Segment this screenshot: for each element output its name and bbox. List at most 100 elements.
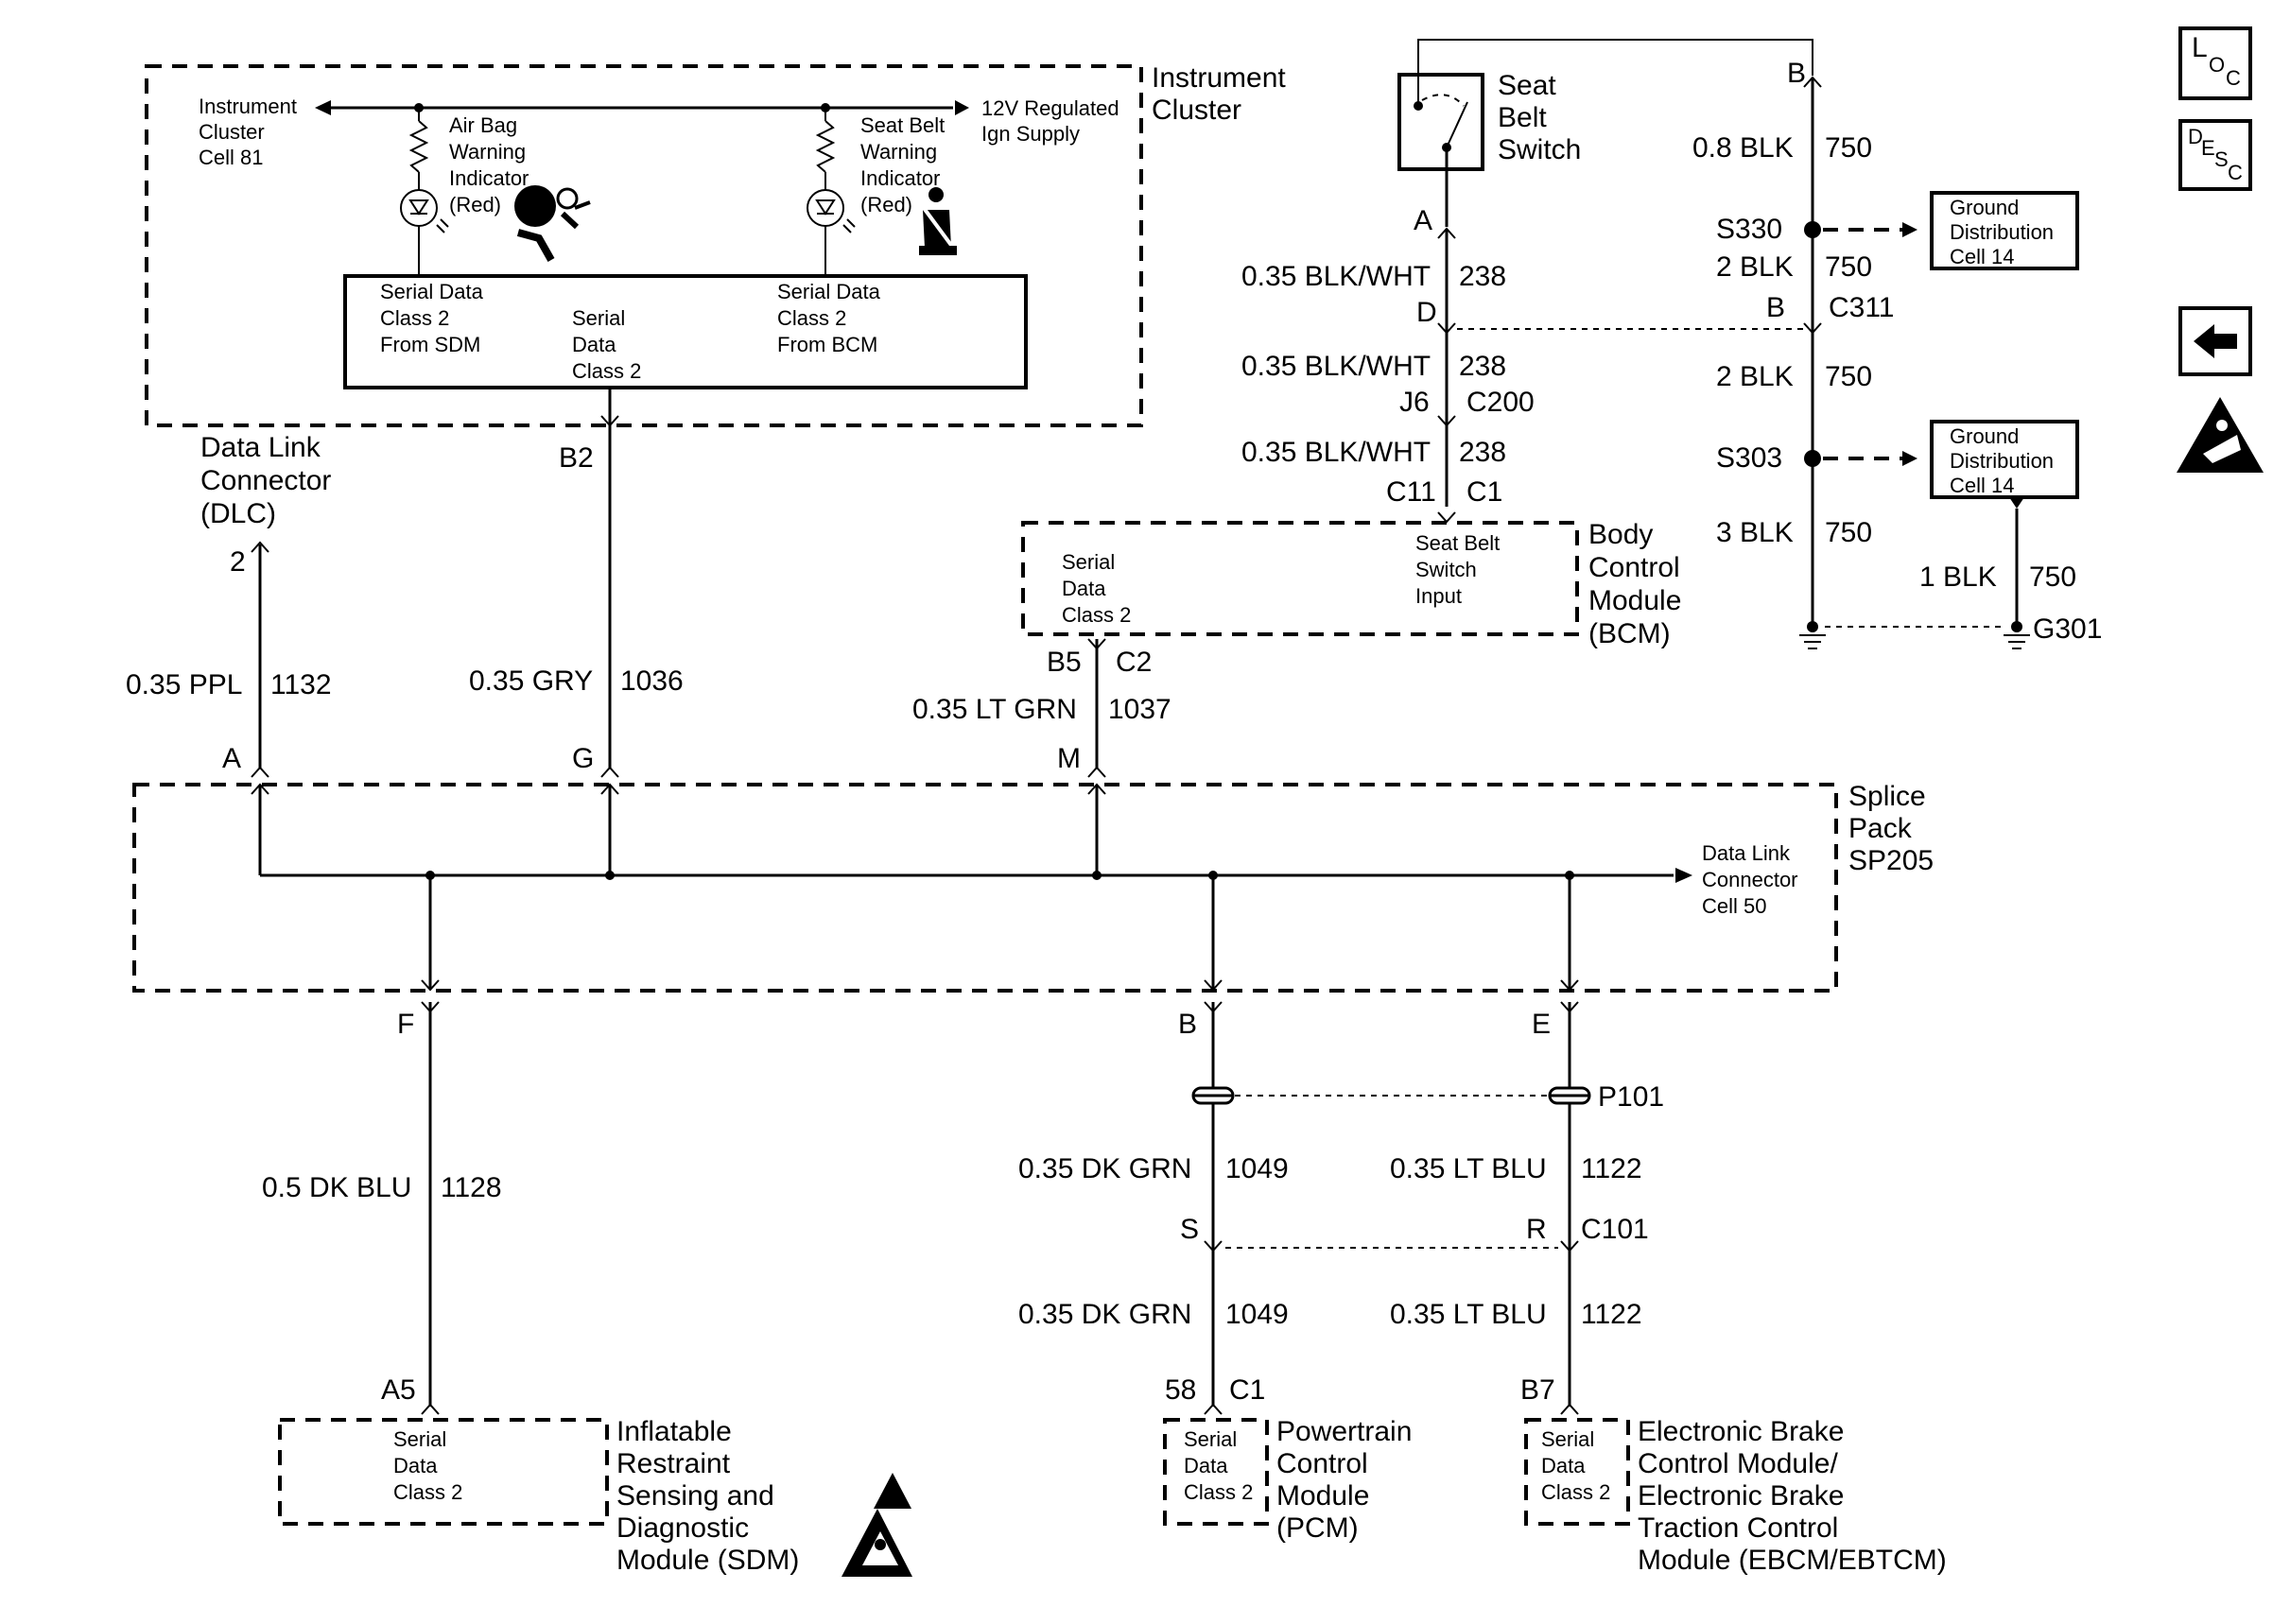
seatbelt-person-icon	[919, 187, 957, 255]
conn-C1-icon	[1437, 511, 1456, 524]
conn-58: 58	[1165, 1374, 1196, 1406]
splice-node-G	[605, 871, 615, 880]
loc-letter-c: C	[2226, 66, 2241, 90]
pcm-boundary	[1163, 1418, 1269, 1526]
sdm-serial-data-label: Serial Data Class 2	[393, 1427, 462, 1504]
desc-letter-c: C	[2228, 161, 2243, 184]
splice-B-arrow-icon	[1204, 979, 1223, 992]
splice-bus-arrow-icon	[1675, 868, 1692, 883]
cluster-cell-ref: Instrument Cluster Cell 81	[199, 95, 303, 169]
seatbelt-lamp-icon	[807, 189, 856, 233]
conn-G-icon	[600, 766, 619, 778]
wire-1036-size: 0.35 GRY	[469, 665, 593, 697]
conn-C200: C200	[1466, 387, 1535, 418]
conn-A-icon	[251, 766, 269, 778]
conn-M-icon	[1087, 766, 1106, 778]
ebcm-title: Electronic Brake Control Module/ Electro…	[1638, 1416, 1947, 1576]
cluster-b2-circuit: B2 0.35 GRY 1036 G	[469, 388, 684, 778]
dlc-pin-2: 2	[230, 546, 246, 578]
splice-S303-node	[1804, 450, 1821, 467]
splice-A-arrow-icon	[251, 783, 269, 795]
conn-B: B	[1178, 1009, 1197, 1040]
splice-E-arrow-icon	[1560, 979, 1579, 992]
conn-C101: C101	[1581, 1214, 1649, 1245]
p101-connector-left-icon	[1191, 1086, 1235, 1105]
switch-pin-A: A	[1414, 205, 1432, 236]
back-arrow-button[interactable]	[2178, 306, 2252, 376]
conn-R-icon	[1560, 1240, 1579, 1253]
airbag-resistor-icon	[408, 120, 429, 173]
splice-S303: S303	[1716, 442, 1782, 474]
desc-letter-s: S	[2214, 147, 2229, 171]
wire-1122-2-circuit: 1122	[1581, 1299, 1642, 1330]
conn-58-icon	[1204, 1403, 1223, 1415]
esd-warning-icon	[2177, 397, 2264, 473]
conn-G: G	[572, 743, 594, 774]
splice-node-M	[1092, 871, 1102, 880]
ground-pin-B: B	[1787, 58, 1806, 89]
wire-238-3-size: 0.35 BLK/WHT	[1241, 437, 1431, 468]
ground-dist-box-1	[1930, 191, 2079, 270]
conn-B-c311: B	[1766, 292, 1785, 323]
conn-J6: J6	[1399, 387, 1430, 418]
conn-C2: C2	[1116, 647, 1152, 678]
wire-1049-2-size: 0.35 DK GRN	[1018, 1299, 1191, 1330]
splice-pack-title: Splice Pack SP205	[1848, 781, 1934, 876]
conn-B7-icon	[1560, 1403, 1579, 1415]
conn-A5-icon	[421, 1403, 440, 1415]
switch-feed-wire	[1417, 39, 1813, 106]
conn-B2: B2	[559, 442, 594, 474]
wire-1049-1-size: 0.35 DK GRN	[1018, 1153, 1191, 1184]
wire-1049-2-circuit: 1049	[1225, 1299, 1289, 1330]
conn-F: F	[397, 1009, 414, 1040]
conn-A: A	[222, 743, 241, 774]
bus-arrow-left-icon	[315, 100, 331, 115]
splice-S330-node	[1804, 221, 1821, 238]
back-arrow-icon	[2194, 324, 2237, 358]
wire-1122-2-size: 0.35 LT BLU	[1390, 1299, 1547, 1330]
ground-dist-label-2: Ground Distribution Cell 14	[1950, 424, 2059, 497]
ground-circuit: B 0.8 BLK 750 S330 Ground Distribution C…	[1457, 58, 2102, 649]
side-navigation: L O C D E S C	[2177, 26, 2264, 473]
dlc-title: Data Link Connector (DLC)	[200, 432, 339, 529]
airbag-warning-triangle-icon	[842, 1473, 912, 1577]
desc-letter-e: E	[2201, 136, 2215, 160]
ground-symbol-left-icon	[1799, 621, 1826, 649]
wire-238-1-size: 0.35 BLK/WHT	[1241, 261, 1431, 292]
splice-pack-sp205: Splice Pack SP205 Data Link Connector Ce…	[132, 781, 1934, 993]
conn-P101: P101	[1598, 1081, 1664, 1113]
splice-pack-dlc-ref: Data Link Connector Cell 50	[1702, 841, 1804, 918]
p101-connector-right-icon	[1548, 1086, 1591, 1105]
wire-750-3-circuit: 750	[1825, 361, 1872, 392]
switch-contact-icon	[1414, 94, 1468, 152]
splice-M-arrow-icon	[1087, 783, 1106, 795]
wire-1122-1-size: 0.35 LT BLU	[1390, 1153, 1547, 1184]
conn-M: M	[1057, 743, 1081, 774]
seatbelt-indicator-label: Seat Belt Warning Indicator (Red)	[860, 113, 950, 216]
conn-C11: C11	[1386, 476, 1436, 508]
airbag-indicator-label: Air Bag Warning Indicator (Red)	[449, 113, 535, 216]
conn-C1: C1	[1466, 476, 1502, 508]
wire-750-5-size: 1 BLK	[1919, 561, 1997, 593]
splice-S330: S330	[1716, 214, 1782, 245]
loc-letter-o: O	[2209, 53, 2225, 77]
conn-A5: A5	[381, 1374, 416, 1406]
sd-from-sdm-label: Serial Data Class 2 From SDM	[380, 280, 489, 356]
wire-238-3-circuit: 238	[1459, 437, 1506, 468]
desc-button[interactable]: D E S C	[2178, 119, 2252, 191]
sdm-title: Inflatable Restraint Sensing and Diagnos…	[616, 1416, 799, 1576]
airbag-lamp-icon	[400, 189, 449, 233]
s330-arrow-icon	[1902, 222, 1917, 237]
bcm-serial-data-label: Serial Data Class 2	[1062, 550, 1131, 627]
wire-1037-size: 0.35 LT GRN	[912, 694, 1077, 725]
conn-B7: B7	[1520, 1374, 1555, 1406]
wire-1132-circuit: 1132	[270, 669, 332, 700]
wire-238-1-circuit: 238	[1459, 261, 1506, 292]
loc-button[interactable]: L O C	[2178, 26, 2252, 100]
conn-B5: B5	[1047, 647, 1082, 678]
conn-S: S	[1180, 1214, 1199, 1245]
conn-S-icon	[1204, 1240, 1223, 1253]
wire-750-1-size: 0.8 BLK	[1692, 132, 1794, 164]
wire-238-2-size: 0.35 BLK/WHT	[1241, 351, 1431, 382]
